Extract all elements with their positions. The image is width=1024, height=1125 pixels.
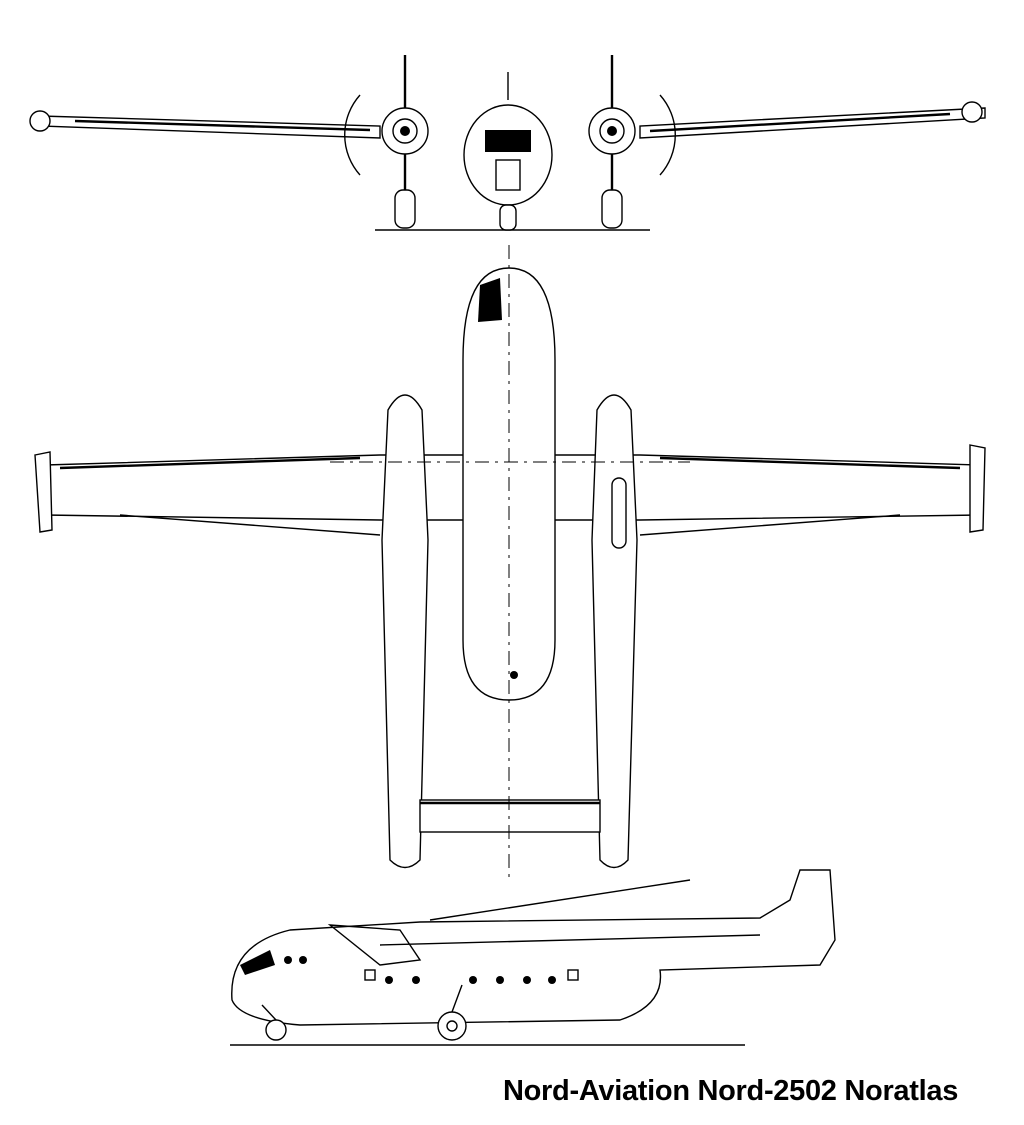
top-left-tip bbox=[34, 451, 53, 533]
side-portholes bbox=[284, 956, 556, 984]
front-cockpit-windows bbox=[485, 130, 531, 152]
drawing-caption: Nord-Aviation Nord-2502 Noratlas bbox=[503, 1075, 959, 1107]
top-tailplane bbox=[419, 799, 601, 833]
top-cockpit-windows bbox=[478, 278, 502, 322]
front-right-engine bbox=[588, 55, 676, 229]
side-fuselage bbox=[231, 869, 836, 1026]
top-view bbox=[34, 245, 986, 880]
front-left-wing bbox=[39, 115, 381, 139]
front-left-wingtip bbox=[29, 110, 51, 132]
top-right-tip bbox=[969, 444, 986, 533]
top-left-boom bbox=[381, 394, 429, 869]
top-right-boom bbox=[591, 394, 638, 869]
front-left-engine bbox=[344, 55, 429, 229]
front-right-wing bbox=[639, 107, 986, 139]
front-right-wingtip bbox=[961, 101, 983, 123]
front-view bbox=[29, 55, 986, 231]
side-cockpit-windows bbox=[240, 950, 275, 975]
side-view bbox=[230, 869, 836, 1046]
side-nose-wheel bbox=[265, 1019, 287, 1041]
